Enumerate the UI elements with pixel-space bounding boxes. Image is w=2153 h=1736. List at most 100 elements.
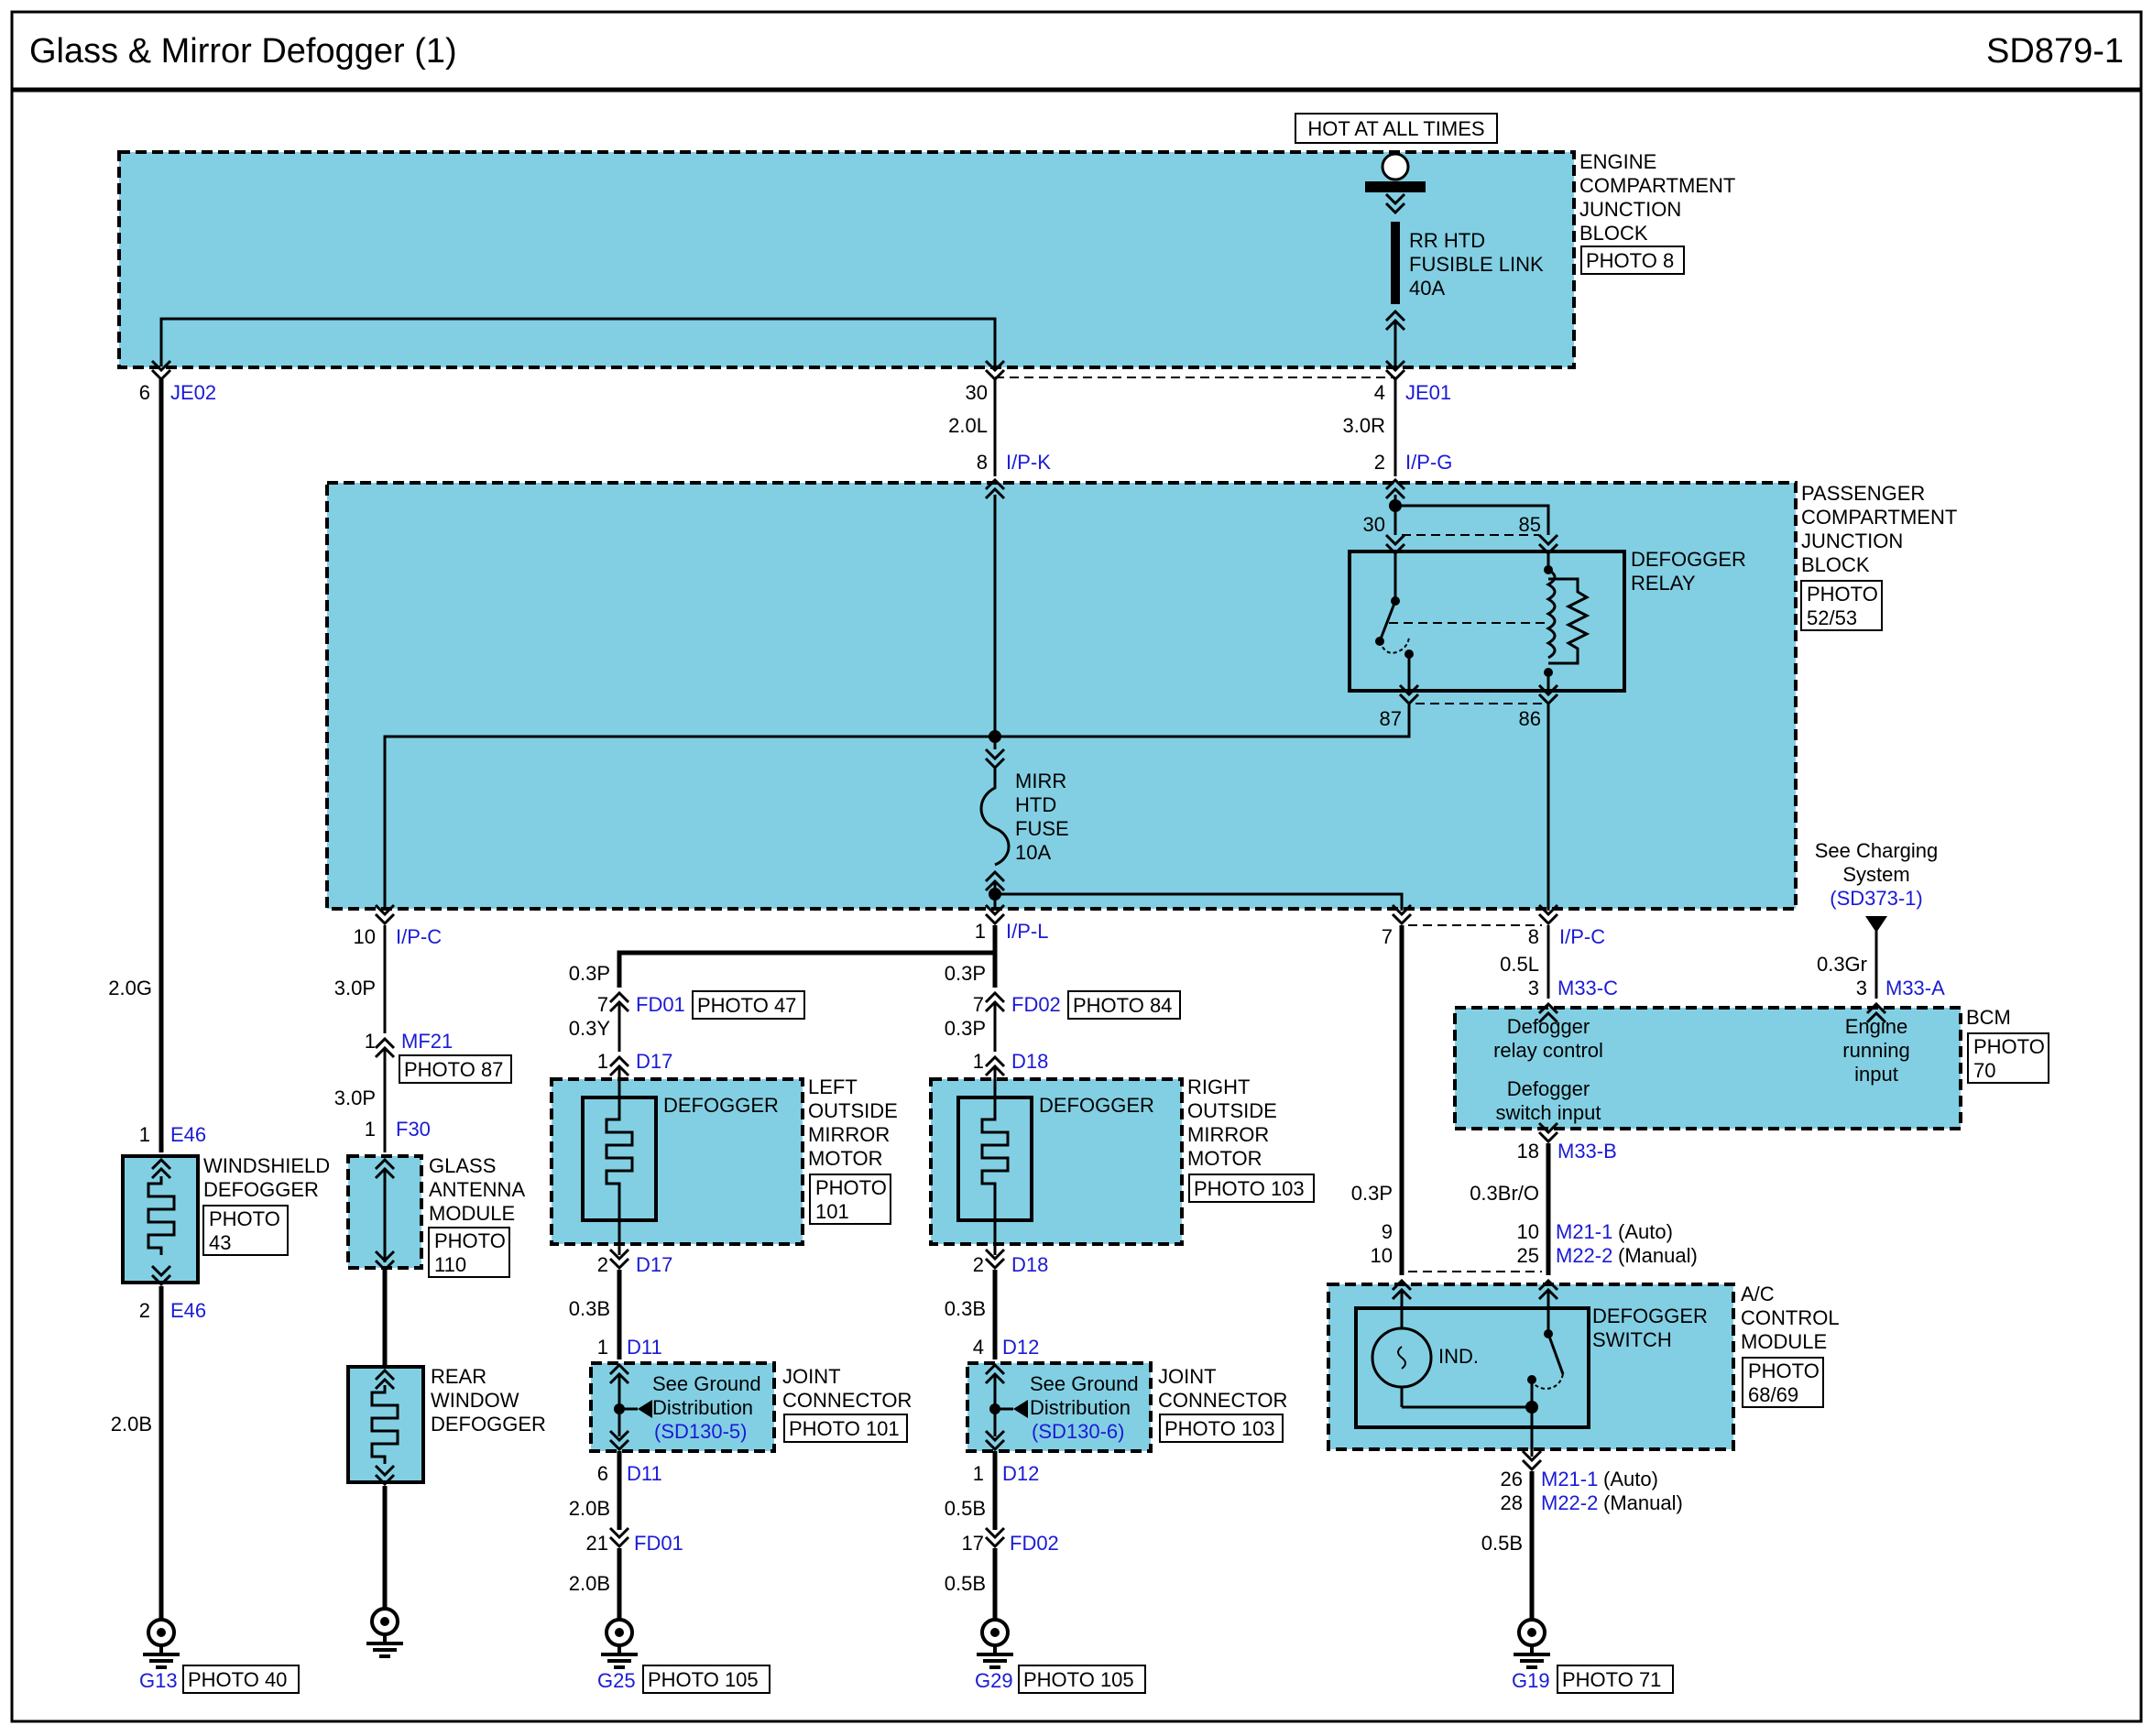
d12a-label: D12 bbox=[1002, 1336, 1039, 1359]
wire-0-3y-label: 0.3Y bbox=[569, 1017, 611, 1040]
d18a-label: D18 bbox=[1011, 1050, 1048, 1073]
wire-0-5b-ac-label: 0.5B bbox=[1481, 1532, 1523, 1555]
wire-0-3b-r-label: 0.3B bbox=[945, 1297, 986, 1320]
jcl-photo: PHOTO 101 bbox=[789, 1417, 900, 1440]
jcl-see-1: See Ground bbox=[652, 1372, 761, 1395]
ac-switch-label-1: DEFOGGER bbox=[1592, 1305, 1708, 1327]
d17a-label: D17 bbox=[636, 1050, 672, 1073]
ipl-label: I/P-L bbox=[1006, 920, 1048, 943]
ecjb-label-1: ENGINE bbox=[1579, 150, 1656, 173]
relay-switch-arm bbox=[1378, 600, 1397, 642]
mirr-fuse-label-4: 10A bbox=[1015, 841, 1051, 864]
ecjb-photo: PHOTO 8 bbox=[1586, 249, 1674, 272]
mf21-pin: 1 bbox=[365, 1030, 376, 1053]
left-mirror-label-4: MOTOR bbox=[808, 1147, 882, 1170]
m211a-label: M21-1 bbox=[1556, 1220, 1612, 1243]
m211b-note: (Auto) bbox=[1603, 1468, 1658, 1490]
m33b-label: M33-B bbox=[1557, 1140, 1617, 1163]
m222b-note: (Manual) bbox=[1603, 1491, 1683, 1514]
bcm-relay-control-1: Defogger bbox=[1507, 1015, 1590, 1038]
bcm-switch-input-1: Defogger bbox=[1507, 1077, 1590, 1100]
ecjb-label-2: COMPARTMENT bbox=[1579, 174, 1735, 197]
wire-mirror-feed bbox=[617, 925, 998, 988]
fusible-link-label-2: FUSIBLE LINK bbox=[1409, 253, 1544, 276]
bcm-switch-input-2: switch input bbox=[1496, 1101, 1601, 1124]
m211a-pin: 10 bbox=[1517, 1220, 1539, 1243]
wire-0-5b-r2-label: 0.5B bbox=[945, 1572, 986, 1595]
wire-3-0r-label: 3.0R bbox=[1343, 414, 1385, 437]
wire-0-3b-l-label: 0.3B bbox=[569, 1297, 610, 1320]
ac-label-2: CONTROL bbox=[1741, 1306, 1840, 1329]
relay-coil bbox=[1545, 568, 1557, 660]
ac-switch-label-2: SWITCH bbox=[1592, 1328, 1672, 1351]
windshield-defogger bbox=[121, 1154, 200, 1284]
right-mirror-label-3: MIRROR bbox=[1187, 1123, 1269, 1146]
m222b-pin: 28 bbox=[1501, 1491, 1523, 1514]
m222a-note: (Manual) bbox=[1618, 1244, 1698, 1267]
antenna-photo-2: 110 bbox=[434, 1253, 466, 1276]
mirr-fuse-label-1: MIRR bbox=[1015, 770, 1066, 792]
d17b-label: D17 bbox=[636, 1253, 672, 1276]
pcjb-label-4: BLOCK bbox=[1801, 553, 1870, 576]
d11b-label: D11 bbox=[627, 1462, 662, 1485]
g19-photo: PHOTO 71 bbox=[1562, 1668, 1661, 1691]
relay-pin-87: 87 bbox=[1380, 707, 1402, 730]
wire-0-3p-ac-label: 0.3P bbox=[1351, 1182, 1393, 1205]
wire-0-3p-l-label: 0.3P bbox=[569, 962, 610, 985]
pcjb-photo-1: PHOTO bbox=[1807, 583, 1878, 606]
ipg-label: I/P-G bbox=[1405, 451, 1452, 474]
g29-label: G29 bbox=[975, 1669, 1013, 1692]
pcjb-label-1: PASSENGER bbox=[1801, 482, 1925, 505]
jcr-see-2: Distribution bbox=[1030, 1396, 1131, 1419]
d17a-pin: 1 bbox=[597, 1050, 608, 1073]
battery-terminal bbox=[1381, 152, 1410, 181]
wire-2-0b-ws-label: 2.0B bbox=[111, 1413, 152, 1436]
windshield-label-2: DEFOGGER bbox=[203, 1178, 319, 1201]
ipc2-label: I/P-C bbox=[1559, 925, 1605, 948]
ac-photo-2: 68/69 bbox=[1748, 1383, 1798, 1406]
ipk-label: I/P-K bbox=[1006, 451, 1051, 474]
pcjb-wire-87 bbox=[383, 704, 1411, 911]
ipc2-pin: 8 bbox=[1528, 925, 1539, 948]
pcjb-label-3: JUNCTION bbox=[1801, 530, 1903, 552]
wire-0-3br-o-label: 0.3Br/O bbox=[1470, 1182, 1539, 1205]
je02-pin: 6 bbox=[139, 381, 150, 404]
defogger-switch bbox=[1354, 1306, 1590, 1429]
e46a-pin: 1 bbox=[139, 1123, 150, 1146]
charging-ref: (SD373-1) bbox=[1830, 887, 1922, 910]
bcm-relay-control-2: relay control bbox=[1493, 1039, 1603, 1062]
fd02b-label: FD02 bbox=[1010, 1532, 1059, 1555]
rear-label-3: DEFOGGER bbox=[431, 1413, 546, 1436]
ac-label-3: MODULE bbox=[1741, 1330, 1827, 1353]
g19-label: G19 bbox=[1512, 1669, 1550, 1692]
antenna-photo-1: PHOTO bbox=[434, 1229, 506, 1252]
left-mirror-photo-1: PHOTO bbox=[815, 1176, 887, 1199]
je01-pin: 4 bbox=[1374, 381, 1385, 404]
m33c-label: M33-C bbox=[1557, 977, 1618, 999]
fd02a-pin: 7 bbox=[973, 993, 984, 1016]
g25-label: G25 bbox=[597, 1669, 636, 1692]
d18b-pin: 2 bbox=[973, 1253, 984, 1276]
charging-see-1: See Charging bbox=[1815, 839, 1939, 862]
jcr-ref: (SD130-6) bbox=[1032, 1420, 1124, 1443]
antenna-label-1: GLASS bbox=[429, 1154, 496, 1177]
g13-photo: PHOTO 40 bbox=[188, 1668, 287, 1691]
m222a-pin: 25 bbox=[1517, 1244, 1539, 1267]
pcjb-photo-2: 52/53 bbox=[1807, 606, 1857, 629]
m33a-pin: 3 bbox=[1856, 977, 1867, 999]
je01-label: JE01 bbox=[1405, 381, 1451, 404]
ac-pin-10: 10 bbox=[1371, 1244, 1393, 1267]
d18b-label: D18 bbox=[1011, 1253, 1048, 1276]
jcl-ref: (SD130-5) bbox=[654, 1420, 747, 1443]
pin-7: 7 bbox=[1382, 925, 1393, 948]
windshield-label-1: WINDSHIELD bbox=[203, 1154, 330, 1177]
e46b-label: E46 bbox=[170, 1299, 206, 1322]
mirr-htd-fuse bbox=[979, 768, 1011, 867]
bcm-engine-running-2: running bbox=[1842, 1039, 1909, 1062]
bcm-label: BCM bbox=[1966, 1006, 2011, 1029]
d18a-pin: 1 bbox=[973, 1050, 984, 1073]
bcm-photo-1: PHOTO bbox=[1973, 1035, 2045, 1058]
m211a-note: (Auto) bbox=[1618, 1220, 1673, 1243]
ac-switch-arm bbox=[1546, 1333, 1565, 1375]
page-title: Glass & Mirror Defogger (1) bbox=[29, 32, 457, 71]
